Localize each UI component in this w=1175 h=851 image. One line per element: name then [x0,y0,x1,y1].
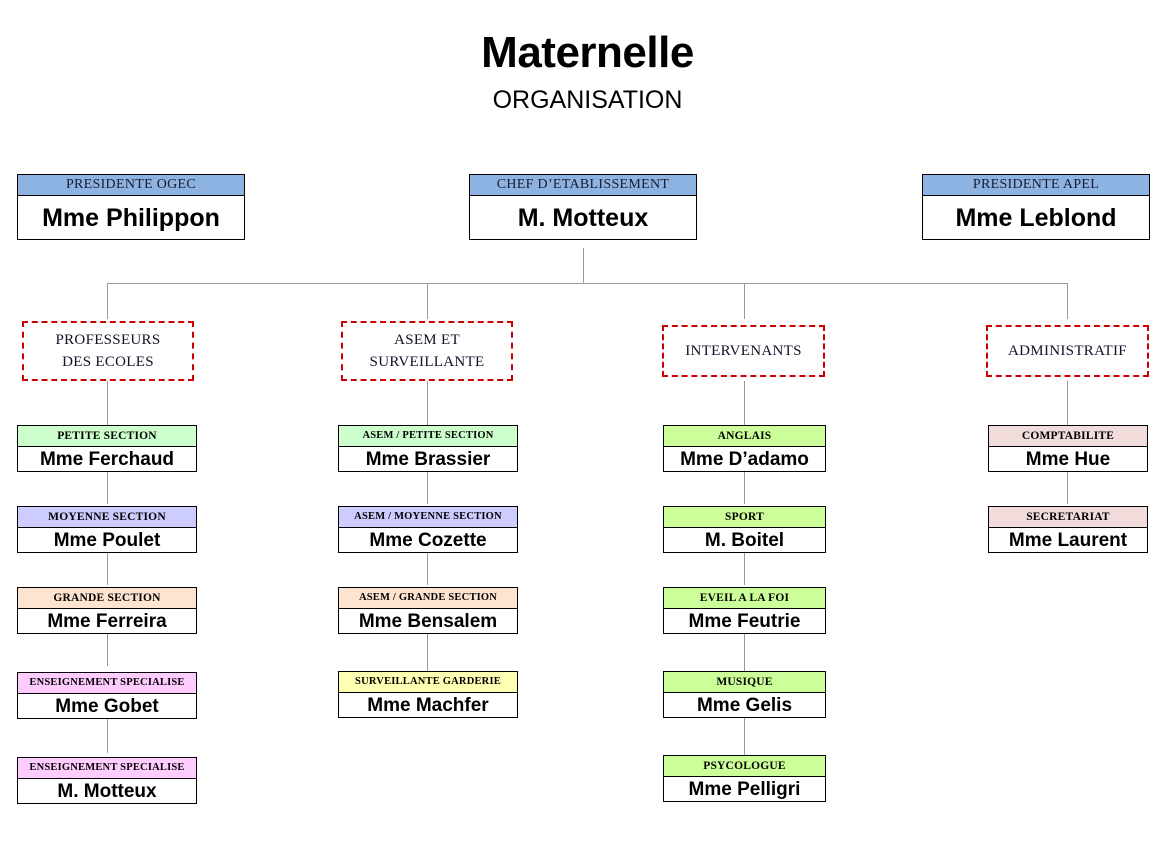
top-box-name: Mme Philippon [42,204,220,232]
connector-col1-seg3 [107,634,108,666]
connector-col2-seg3 [427,634,428,671]
leaf-role: ENSEIGNEMENT SPECIALISE [18,758,196,779]
leaf-name: Mme Ferchaud [39,449,175,470]
leaf-role: COMPTABILITE [989,426,1147,447]
category-label-line: ASEM ET [394,332,460,348]
connector-drop-col3 [744,283,745,319]
leaf-role: MOYENNE SECTION [18,507,196,528]
top-box-chef-etablissement[interactable]: CHEF D’ETABLISSEMENT M. Motteux [469,174,697,240]
category-label-line: PROFESSEURS [55,332,161,348]
page-subtitle: ORGANISATION [492,86,683,114]
connector-col1-seg4 [107,719,108,753]
leaf-role: ASEM / PETITE SECTION [339,426,517,447]
leaf-box-petite-section[interactable]: PETITE SECTION Mme Ferchaud [17,425,197,472]
category-box-administratif[interactable]: ADMINISTRATIF [986,325,1149,377]
connector-col3-seg2 [744,553,745,585]
connector-col1-seg2 [107,553,108,585]
connector-drop-col2 [427,283,428,319]
connector-col4-seg1 [1067,472,1068,504]
category-box-intervenants[interactable]: INTERVENANTS [662,325,825,377]
leaf-box-sport[interactable]: SPORT M. Boitel [663,506,826,553]
leaf-box-anglais[interactable]: ANGLAIS Mme D’adamo [663,425,826,472]
leaf-role: ANGLAIS [664,426,825,447]
leaf-role: SECRETARIAT [989,507,1147,528]
leaf-role: ENSEIGNEMENT SPECIALISE [18,673,196,694]
connector-chef-down [583,248,584,283]
top-box-role: CHEF D’ETABLISSEMENT [470,175,696,196]
leaf-role: EVEIL A LA FOI [664,588,825,609]
leaf-box-moyenne-section[interactable]: MOYENNE SECTION Mme Poulet [17,506,197,553]
top-box-presidente-apel[interactable]: PRESIDENTE APEL Mme Leblond [922,174,1150,240]
leaf-role: ASEM / GRANDE SECTION [339,588,517,609]
leaf-name: Mme Hue [1025,449,1111,470]
connector-col2-seg2 [427,553,428,585]
top-box-presidente-ogec[interactable]: PRESIDENTE OGEC Mme Philippon [17,174,245,240]
category-label: ADMINISTRATIF [1008,340,1127,362]
connector-col4-seg0 [1067,381,1068,425]
category-label-line: ADMINISTRATIF [1008,343,1127,359]
leaf-role: ASEM / MOYENNE SECTION [339,507,517,528]
leaf-box-musique[interactable]: MUSIQUE Mme Gelis [663,671,826,718]
connector-col1-seg1 [107,472,108,504]
connector-col1-seg0 [107,381,108,425]
connector-col3-seg1 [744,472,745,504]
leaf-role: MUSIQUE [664,672,825,693]
category-label-line: INTERVENANTS [685,343,802,359]
leaf-box-enseignement-specialise-motteux[interactable]: ENSEIGNEMENT SPECIALISE M. Motteux [17,757,197,804]
connector-drop-col4 [1067,283,1068,319]
leaf-name: Mme D’adamo [680,449,809,470]
leaf-role: SPORT [664,507,825,528]
leaf-name: Mme Laurent [1008,530,1128,551]
leaf-name: Mme Cozette [369,530,487,551]
leaf-name: M. Motteux [57,781,157,802]
leaf-name: Mme Pelligri [688,779,801,800]
connector-col2-seg1 [427,472,428,504]
category-label-line: DES ECOLES [62,354,154,370]
leaf-name: Mme Feutrie [688,611,801,632]
leaf-box-asem-petite-section[interactable]: ASEM / PETITE SECTION Mme Brassier [338,425,518,472]
leaf-name: Mme Ferreira [47,611,167,632]
leaf-box-grande-section[interactable]: GRANDE SECTION Mme Ferreira [17,587,197,634]
category-label: PROFESSEURS DES ECOLES [55,329,160,373]
leaf-box-asem-grande-section[interactable]: ASEM / GRANDE SECTION Mme Bensalem [338,587,518,634]
connector-drop-col1 [107,283,108,319]
connector-col3-seg4 [744,718,745,755]
leaf-box-eveil-a-la-foi[interactable]: EVEIL A LA FOI Mme Feutrie [663,587,826,634]
leaf-role: SURVEILLANTE GARDERIE [339,672,517,693]
leaf-name: Mme Gobet [55,696,159,717]
leaf-box-surveillante-garderie[interactable]: SURVEILLANTE GARDERIE Mme Machfer [338,671,518,718]
leaf-box-comptabilite[interactable]: COMPTABILITE Mme Hue [988,425,1148,472]
leaf-name: Mme Poulet [53,530,161,551]
leaf-box-psycologue[interactable]: PSYCOLOGUE Mme Pelligri [663,755,826,802]
leaf-name: Mme Gelis [696,695,793,716]
leaf-role: GRANDE SECTION [18,588,196,609]
category-box-professeurs-des-ecoles[interactable]: PROFESSEURS DES ECOLES [22,321,194,381]
top-box-name: Mme Leblond [955,204,1117,232]
page-title: Maternelle [481,28,694,77]
leaf-name: Mme Bensalem [358,611,498,632]
top-box-name: M. Motteux [517,204,649,232]
leaf-box-asem-moyenne-section[interactable]: ASEM / MOYENNE SECTION Mme Cozette [338,506,518,553]
leaf-box-secretariat[interactable]: SECRETARIAT Mme Laurent [988,506,1148,553]
category-box-asem-et-surveillante[interactable]: ASEM ET SURVEILLANTE [341,321,513,381]
leaf-name: Mme Machfer [367,695,489,716]
category-label: INTERVENANTS [685,340,802,362]
category-label-line: SURVEILLANTE [369,354,485,370]
leaf-name: Mme Brassier [365,449,491,470]
connector-horizontal-bus [107,283,1068,284]
leaf-name: M. Boitel [704,530,785,551]
connector-col2-seg0 [427,381,428,425]
top-box-role: PRESIDENTE OGEC [18,175,244,196]
leaf-box-enseignement-specialise-gobet[interactable]: ENSEIGNEMENT SPECIALISE Mme Gobet [17,672,197,719]
connector-col3-seg3 [744,634,745,671]
leaf-role: PETITE SECTION [18,426,196,447]
leaf-role: PSYCOLOGUE [664,756,825,777]
category-label: ASEM ET SURVEILLANTE [370,329,485,373]
connector-col3-seg0 [744,381,745,425]
top-box-role: PRESIDENTE APEL [923,175,1149,196]
